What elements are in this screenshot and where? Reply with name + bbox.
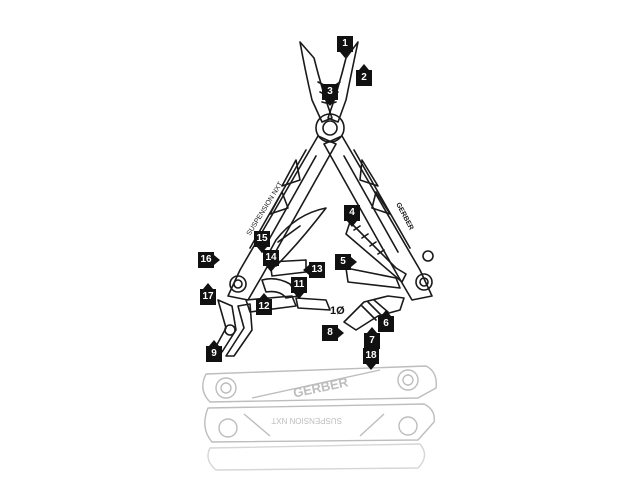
file-tool — [245, 295, 297, 313]
callout-17: 17 — [200, 283, 216, 305]
callout-10: 1Ø — [330, 305, 345, 317]
callout-7: 7 — [364, 327, 380, 349]
callout-8: 8 — [322, 325, 344, 341]
callout-13: 13 — [303, 262, 325, 278]
right-handle: GERBER — [323, 135, 434, 301]
callout-15: 15 — [254, 231, 270, 253]
closed-tool-brand: GERBER — [292, 374, 350, 400]
callout-3: 3 — [322, 84, 338, 106]
screwdriver-small — [295, 297, 331, 311]
flathead-screwdriver — [345, 267, 401, 289]
wire-cutter-jaws — [213, 299, 253, 357]
callout-4: 4 — [344, 205, 360, 227]
callout-1: 1 — [337, 36, 353, 58]
callout-2: 2 — [356, 64, 372, 86]
closed-tool-model: SUSPENSION NXT — [271, 416, 342, 425]
callout-5: 5 — [335, 254, 357, 270]
callout-18: 18 — [363, 348, 379, 370]
callout-12: 12 — [256, 293, 272, 315]
phillips-driver — [343, 295, 405, 331]
saw-blade — [345, 221, 407, 283]
callout-6: 6 — [378, 310, 394, 332]
left-handle-text: SUSPENSION NXT — [246, 180, 285, 237]
callout-14: 14 — [263, 250, 279, 272]
closed-tool: GERBER SUSPENSION NXT — [202, 365, 437, 471]
callout-11: 11 — [291, 277, 307, 299]
callout-9: 9 — [206, 340, 222, 362]
callout-16: 16 — [198, 252, 220, 268]
